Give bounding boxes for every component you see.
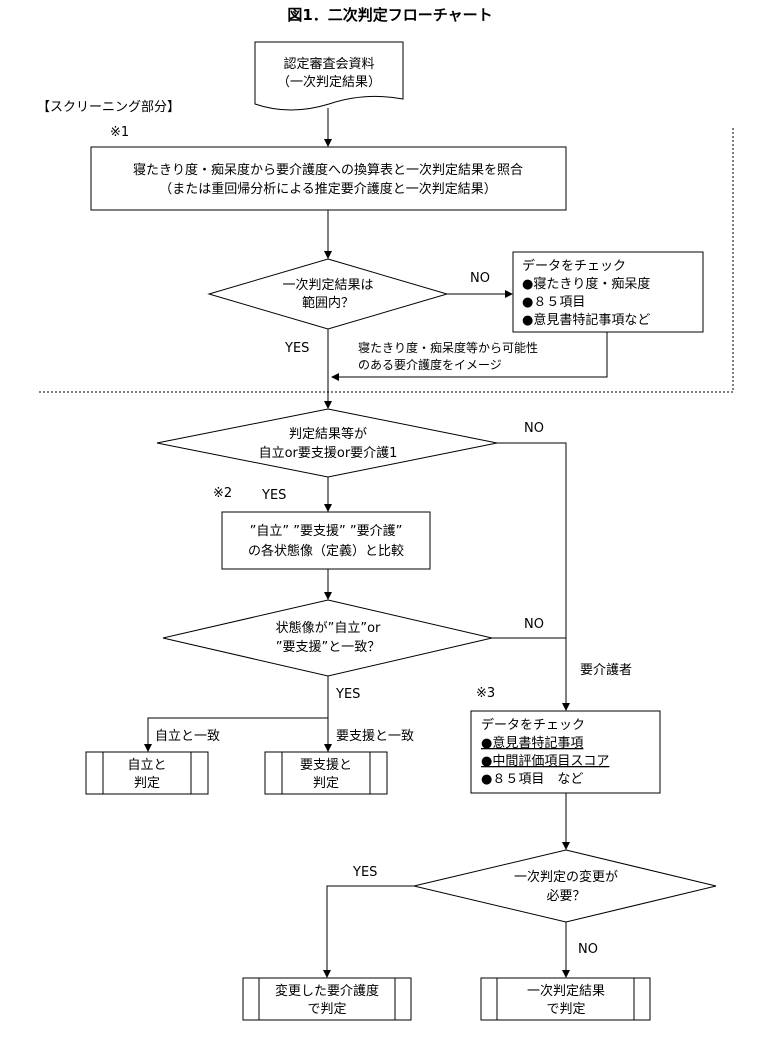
check2-line-1: データをチェック <box>481 717 585 733</box>
decision2-diamond <box>156 408 498 478</box>
note-1: ※1 <box>110 125 129 140</box>
decision2-line-2: 自立or要支援or要介護1 <box>259 445 398 461</box>
decision2-line-1: 判定結果等が <box>289 426 367 442</box>
arrow-decision2-no <box>497 442 570 711</box>
screening-label: 【スクリーニング部分】 <box>37 100 180 115</box>
decision3-yes-label: YES <box>335 687 360 702</box>
decision1-line-1: 一次判定結果は <box>282 277 373 293</box>
decision3-line-2: ”要支援”と一致？ <box>276 640 380 655</box>
start-document-line-2: （一次判定結果） <box>277 74 381 90</box>
step1-line-1: 寝たきり度・痴呆度から要介護度への換算表と一次判定結果を照合 <box>133 162 523 178</box>
result-primary-box <box>480 977 651 1021</box>
check2-line-4: ●８５項目 など <box>481 772 583 787</box>
compare-line-2: の各状態像（定義）と比較 <box>248 543 404 559</box>
result-jiritsu-line-2: 判定 <box>134 776 160 791</box>
result-changed-line-2: で判定 <box>307 1002 346 1017</box>
decision3-line-1: 状態像が”自立”or <box>276 620 381 636</box>
result-yoshien-box <box>264 751 388 795</box>
check2-box <box>470 710 661 794</box>
yokaigosha-label: 要介護者 <box>580 662 632 678</box>
decision1-no-label: NO <box>470 271 490 286</box>
decision1-line-2: 範囲内？ <box>302 295 354 311</box>
step1-box <box>90 146 567 211</box>
note-2: ※2 <box>213 486 232 501</box>
return-note-line-1: 寝たきり度・痴呆度等から可能性 <box>358 340 538 355</box>
check1-box <box>512 251 704 333</box>
start-document-shape <box>254 41 404 111</box>
check1-line-4: ●意見書特記事項など <box>522 312 650 328</box>
note-3: ※3 <box>476 686 495 701</box>
start-document-line-1: 認定審査会資料 <box>283 56 374 72</box>
decision4-diamond <box>413 849 717 923</box>
step1-line-2: （または重回帰分析による推定要介護度と一次判定結果） <box>159 181 497 197</box>
decision4-yes-label: YES <box>352 865 377 880</box>
decision4-line-2: 必要？ <box>546 889 585 904</box>
decision4-line-1: 一次判定の変更が <box>514 869 618 885</box>
check2-line-3: ●中間評価項目スコア <box>481 754 609 769</box>
result-yoshien-line-1: 要支援と <box>300 758 352 773</box>
return-note-line-2: のある要介護度をイメージ <box>358 357 502 372</box>
result-primary-line-1: 一次判定結果 <box>527 983 605 999</box>
result-jiritsu-line-1: 自立と <box>127 758 166 773</box>
result-jiritsu-box <box>85 751 209 795</box>
check2-line-2: ●意見書特記事項 <box>481 735 583 751</box>
decision3-no-label: NO <box>524 617 544 632</box>
arrow-decision4-yes <box>323 885 414 978</box>
check1-line-2: ●寝たきり度・痴呆度 <box>522 276 650 292</box>
check1-line-1: データをチェック <box>522 258 626 274</box>
decision1-diamond <box>207 258 449 330</box>
result-primary-line-2: で判定 <box>546 1002 585 1017</box>
arrow-check1-return <box>331 332 608 381</box>
check1-line-3: ●８５項目 <box>522 295 585 310</box>
match-jiritsu-label: 自立と一致 <box>155 729 220 744</box>
screening-region-border <box>37 128 734 393</box>
match-yoshien-label: 要支援と一致 <box>336 729 414 744</box>
decision1-yes-label: YES <box>284 341 309 356</box>
compare-box <box>221 511 431 570</box>
decision3-diamond <box>162 599 493 677</box>
result-changed-box <box>242 977 412 1021</box>
decision4-no-label: NO <box>578 942 598 957</box>
arrow-to-jiritsu <box>144 717 328 752</box>
chart-title: 図1．二次判定フローチャート <box>287 6 492 24</box>
result-yoshien-line-2: 判定 <box>313 776 339 791</box>
decision2-yes-label: YES <box>261 488 286 503</box>
result-changed-line-1: 変更した要介護度 <box>275 983 379 999</box>
compare-line-1: ”自立” ”要支援” ”要介護” <box>250 523 403 539</box>
decision2-no-label: NO <box>524 421 544 436</box>
